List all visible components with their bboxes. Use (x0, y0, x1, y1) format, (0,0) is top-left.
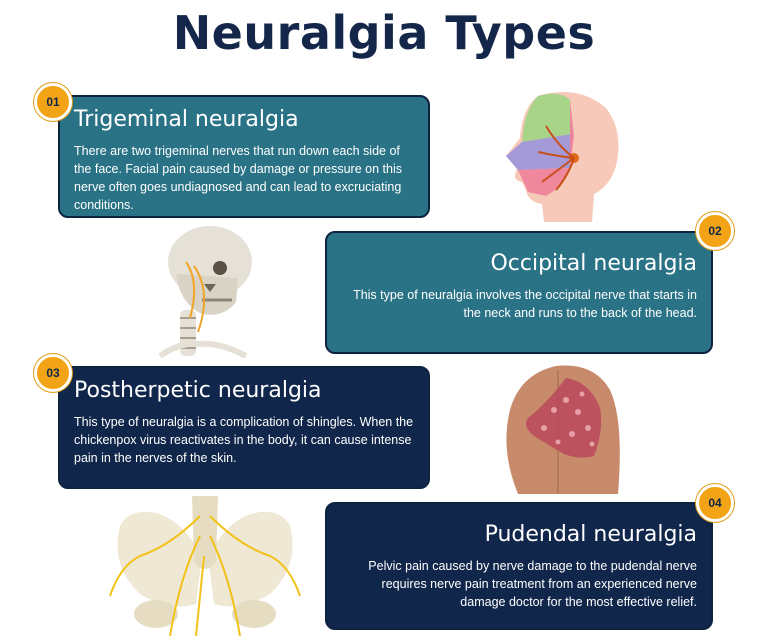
skull-spine-illustration (158, 226, 252, 358)
card-title: Trigeminal neuralgia (74, 107, 299, 132)
number-badge: 03 (34, 354, 72, 392)
card-occipital: Occipital neuralgia This type of neuralg… (325, 231, 713, 354)
card-pudendal: Pudendal neuralgia Pelvic pain caused by… (325, 502, 713, 630)
shingles-back-illustration (506, 365, 620, 494)
face-nerve-illustration (506, 92, 619, 222)
card-description: This type of neuralgia involves the occi… (353, 288, 697, 320)
card-description: There are two trigeminal nerves that run… (74, 144, 402, 212)
card-description: Pelvic pain caused by nerve damage to th… (368, 559, 697, 609)
page-title: Neuralgia Types (172, 6, 596, 60)
card-title: Pudendal neuralgia (484, 522, 697, 547)
card-postherpetic: Postherpetic neuralgia This type of neur… (58, 366, 430, 489)
number-badge: 04 (696, 484, 734, 522)
card-title: Postherpetic neuralgia (74, 378, 322, 403)
card-description: This type of neuralgia is a complication… (74, 415, 414, 465)
number-badge: 02 (696, 212, 734, 250)
pelvis-nerve-illustration (109, 496, 301, 636)
card-trigeminal: Trigeminal neuralgia There are two trige… (58, 95, 430, 218)
number-badge: 01 (34, 83, 72, 121)
card-title: Occipital neuralgia (490, 251, 697, 276)
